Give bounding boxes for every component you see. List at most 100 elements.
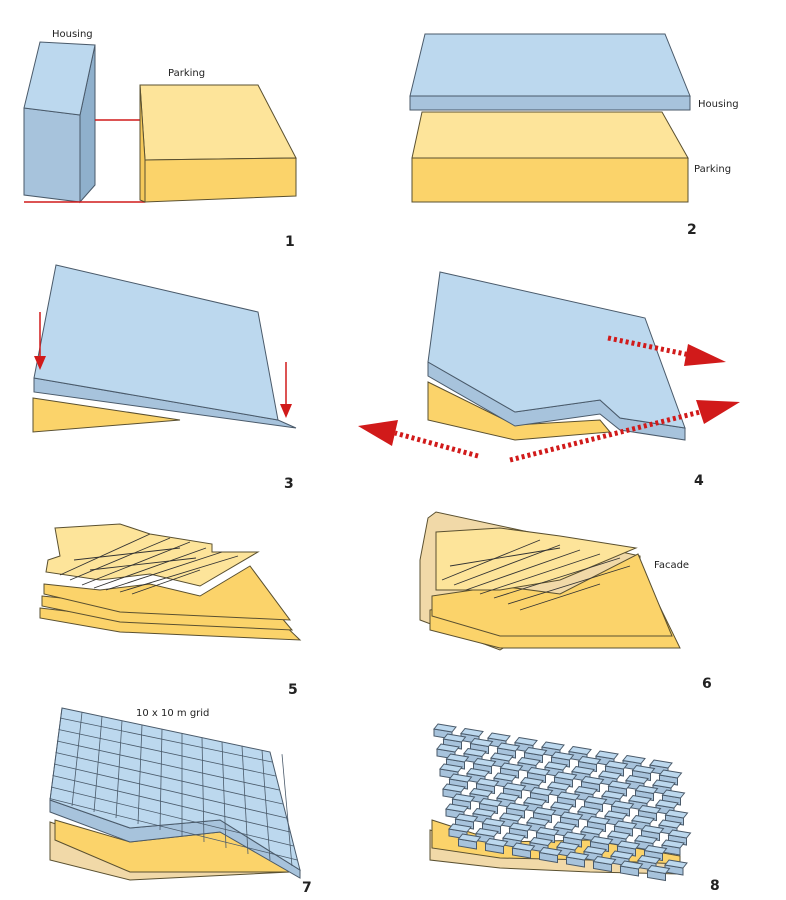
- housing-block: [23, 41, 96, 204]
- housing-unit-top: [445, 753, 470, 763]
- housing-unit-top: [643, 844, 668, 855]
- housing-unit-top: [538, 846, 563, 857]
- housing-unit-top: [511, 842, 536, 852]
- housing-unit-top: [652, 779, 676, 789]
- panel-number: 3: [284, 476, 294, 492]
- housing-unit-top: [631, 814, 655, 825]
- housing-unit-top: [640, 824, 665, 835]
- grid-line: [261, 749, 271, 861]
- housing-unit-top: [502, 782, 527, 792]
- grid-line: [59, 717, 273, 763]
- grid-line: [201, 737, 205, 843]
- housing-unit-top: [466, 767, 490, 778]
- housing-unit-top: [631, 764, 656, 775]
- housing-unit-top: [451, 793, 476, 803]
- grid-line: [221, 741, 227, 849]
- housing-unit-top: [475, 827, 499, 838]
- arrow-right-upper: [607, 335, 726, 366]
- grid-line: [93, 716, 103, 813]
- housing-unit-top: [547, 781, 571, 791]
- housing-unit-top: [634, 784, 659, 795]
- arrow-right-lower: [509, 400, 740, 463]
- housing-unit-top: [514, 736, 538, 747]
- housing-slab-top: [33, 264, 279, 421]
- housing-unit-top: [553, 821, 577, 831]
- arrow-left: [358, 420, 479, 459]
- grid-line: [55, 752, 283, 805]
- housing-unit-top: [655, 799, 679, 809]
- housing-unit-top: [523, 746, 548, 757]
- housing-unit-top: [448, 773, 473, 783]
- housing-unit-top: [472, 807, 496, 818]
- housing-unit-top: [661, 789, 686, 799]
- layer-2: [43, 565, 292, 621]
- panel-6: Facade 6: [419, 511, 712, 692]
- housing-unit-top: [487, 732, 511, 742]
- housing-unit-top: [442, 733, 467, 743]
- housing-unit-top: [544, 761, 568, 771]
- housing-unit-top: [463, 747, 487, 758]
- label-grid: 10 x 10 m grid: [136, 708, 209, 719]
- housing-unit-top: [580, 775, 605, 786]
- housing-unit-top: [508, 822, 533, 832]
- housing-unit-top: [460, 727, 484, 738]
- grid-line: [56, 740, 280, 791]
- panel-number: 5: [288, 682, 298, 698]
- housing-unit-top: [529, 786, 554, 797]
- parking-block: [139, 84, 297, 203]
- housing-unit-top: [469, 787, 493, 798]
- housing-unit-top: [439, 763, 463, 773]
- housing-unit-top: [448, 823, 472, 833]
- housing-unit-top: [607, 830, 631, 840]
- housing-unit-top: [499, 812, 523, 822]
- panel-4: 4: [358, 271, 740, 489]
- housing-unit-top: [445, 803, 469, 813]
- housing-unit-top: [571, 765, 595, 776]
- housing-slab-top: [427, 271, 686, 429]
- housing-unit-top: [610, 850, 634, 860]
- grid-line: [58, 729, 276, 777]
- housing-unit-top: [604, 810, 628, 820]
- parking-wedge: [32, 397, 181, 433]
- housing-unit-top: [628, 794, 652, 805]
- housing-unit-top: [526, 816, 550, 827]
- panel-number: 7: [302, 880, 312, 896]
- housing-unit-top: [550, 751, 575, 761]
- housing-unit-top: [664, 859, 688, 869]
- stair-lines: [441, 539, 631, 611]
- housing-unit-top: [565, 851, 590, 861]
- housing-slab: [409, 33, 691, 111]
- label-parking: Parking: [168, 68, 205, 79]
- housing-unit-top: [637, 854, 661, 865]
- housing-unit-top: [523, 796, 547, 807]
- housing-unit-top: [457, 833, 482, 843]
- grid-line: [71, 712, 83, 807]
- housing-unit-top: [604, 760, 629, 770]
- housing-blocks: [433, 723, 692, 882]
- housing-unit-top: [592, 855, 617, 866]
- housing-unit-top: [586, 815, 611, 826]
- housing-unit-top: [454, 813, 479, 823]
- grid-lines: [49, 707, 298, 867]
- arrow-down-right: [280, 362, 292, 418]
- housing-unit-top: [598, 770, 622, 780]
- panel-number: 2: [687, 222, 697, 238]
- panel-7: 10 x 10 m grid 7: [49, 707, 312, 896]
- label-facade: Facade: [654, 560, 689, 571]
- grid-line: [49, 798, 298, 861]
- housing-unit-top: [499, 762, 524, 772]
- housing-unit-top: [658, 769, 683, 779]
- arrow-down-left: [34, 312, 46, 370]
- panel-number: 4: [694, 473, 704, 489]
- label-housing: Housing: [52, 29, 93, 40]
- housing-unit-top: [667, 829, 692, 839]
- housing-unit-top: [577, 755, 602, 766]
- housing-unit-top: [481, 817, 506, 828]
- panel-number: 8: [710, 878, 720, 894]
- housing-unit-top: [664, 809, 689, 819]
- housing-unit-top: [580, 825, 604, 836]
- housing-unit-top: [556, 841, 580, 851]
- housing-unit-top: [559, 811, 584, 821]
- housing-unit-top: [649, 759, 673, 769]
- layer-top: [435, 527, 638, 591]
